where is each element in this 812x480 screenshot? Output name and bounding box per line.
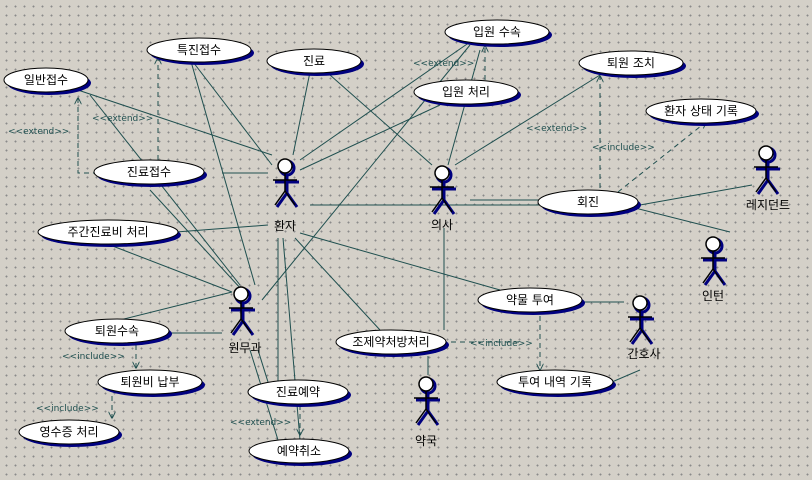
assoc-doctor-admission-procedure [447,49,481,166]
usecase-admission-procedure-label: 입원 수속 [473,25,521,39]
dependency-lines [78,46,706,435]
assoc-admin-general-reception [89,94,241,286]
usecase-admission-process[interactable]: 입원 처리 [413,79,521,107]
usecase-discharge-payment-label: 퇴원비 납부 [120,375,179,389]
usecase-discharge-procedure-label: 퇴원수속 [95,324,139,338]
assoc-patient-weekly-fee [175,224,269,233]
actor-doctor[interactable]: 의사 [430,165,456,232]
extend-general-reception [78,98,98,174]
assoc-resident-rounds [639,184,753,206]
stereo-include-2: <<include>> [470,339,533,349]
assoc-patient-medication [299,232,501,291]
usecase-medication-label: 약물 투여 [506,292,554,307]
usecase-treatment-reception-label: 진료접수 [127,165,171,179]
assoc-patient-special-reception [189,57,273,166]
usecase-reservation[interactable]: 진료예약 [247,379,351,407]
usecase-discharge-payment[interactable]: 퇴원비 납부 [97,369,205,397]
usecase-prescription-label: 조제약처방처리 [352,334,429,349]
actor-intern[interactable]: 인턴 [701,236,727,303]
stereo-extend-1: <<extend>> [8,127,69,137]
usecase-weekly-fee[interactable]: 주간진료비 처리 [37,219,181,247]
usecase-rounds-label: 회진 [577,195,599,209]
usecase-medication[interactable]: 약물 투여 [477,287,585,315]
assoc-admin-treatment-reception [149,189,243,291]
usecase-special-reception[interactable]: 특진접수 [146,37,254,65]
stereo-include-3: <<include>> [62,352,125,362]
usecase-special-reception-label: 특진접수 [177,43,221,57]
usecase-receipt-label: 영수증 처리 [39,425,98,439]
assoc-doctor-treatment [329,74,433,166]
usecase-patient-status-record[interactable]: 환자 상태 기록 [645,98,759,126]
assoc-patient-prescription [294,237,381,331]
actor-intern-label: 인턴 [702,289,724,303]
assoc-patient-admission-process [299,104,441,171]
assoc-admin-special-reception [189,57,256,286]
assoc-patient-cancel [282,237,301,441]
stereotype-labels: <<extend>> <<extend>> <<extend>> <<exten… [8,59,655,428]
usecase-patient-status-record-label: 환자 상태 기록 [664,104,738,118]
assoc-patient-general-reception [47,79,273,156]
assoc-intern-rounds [634,207,731,233]
usecase-treatment[interactable]: 진료 [266,48,364,76]
usecase-discharge-action[interactable]: 퇴원 조치 [578,50,686,78]
actor-pharmacy[interactable]: 약국 [414,376,440,448]
actor-resident-label: 레지던트 [746,198,790,212]
use-cases: 일반접수 특진접수 진료 입원 수속 입원 처리 퇴원 조치 [3,19,759,466]
stereo-extend-3: <<extend>> [413,59,474,69]
actor-admin[interactable]: 원무과 [228,286,262,355]
stereo-extend-2: <<extend>> [92,114,153,124]
stereo-extend-4: <<extend>> [526,124,587,134]
usecase-cancel-reservation-label: 예약취소 [277,443,321,458]
actor-patient[interactable]: 환자 [273,158,299,233]
association-lines [47,41,753,441]
actor-resident[interactable]: 레지던트 [746,145,790,212]
stereo-extend-5: <<extend>> [230,418,291,428]
actor-doctor-label: 의사 [431,218,453,232]
usecase-weekly-fee-label: 주간진료비 처리 [67,225,148,239]
assoc-patient-admission-procedure [299,41,471,161]
assoc-admin-reservation [257,349,269,383]
stereo-include-1: <<include>> [592,143,655,153]
usecase-receipt[interactable]: 영수증 처리 [18,419,122,447]
actor-nurse[interactable]: 간호사 [627,295,661,361]
usecase-administration-record-label: 투여 내역 기록 [518,375,592,389]
actor-pharmacy-label: 약국 [415,433,437,448]
actor-admin-label: 원무과 [228,341,261,355]
usecase-prescription[interactable]: 조제약처방처리 [335,329,449,357]
assoc-nurse-administration-record [611,369,641,383]
stereo-include-4: <<include>> [36,404,99,414]
usecase-cancel-reservation[interactable]: 예약취소 [248,438,352,466]
usecase-rounds[interactable]: 회진 [537,189,641,217]
usecase-general-reception[interactable]: 일반접수 [3,67,91,95]
usecase-general-reception-label: 일반접수 [24,73,68,87]
usecase-discharge-procedure[interactable]: 퇴원수속 [64,318,172,346]
actor-patient-label: 환자 [274,219,296,233]
assoc-doctor-discharge-action [454,74,601,166]
usecase-admission-procedure[interactable]: 입원 수속 [444,19,552,47]
usecase-treatment-reception[interactable]: 진료접수 [93,159,207,187]
usecase-treatment-label: 진료 [303,54,325,68]
usecase-administration-record[interactable]: 투여 내역 기록 [496,369,616,397]
include-patient-status-record [617,122,706,193]
assoc-patient-treatment [292,71,311,156]
usecase-admission-process-label: 입원 처리 [442,85,490,99]
usecase-discharge-action-label: 퇴원 조치 [607,56,655,70]
actors: 환자 의사 레지던트 인턴 [228,145,790,448]
actor-nurse-label: 간호사 [627,347,660,361]
usecase-reservation-label: 진료예약 [276,384,320,399]
assoc-admin-weekly-fee [109,244,233,293]
